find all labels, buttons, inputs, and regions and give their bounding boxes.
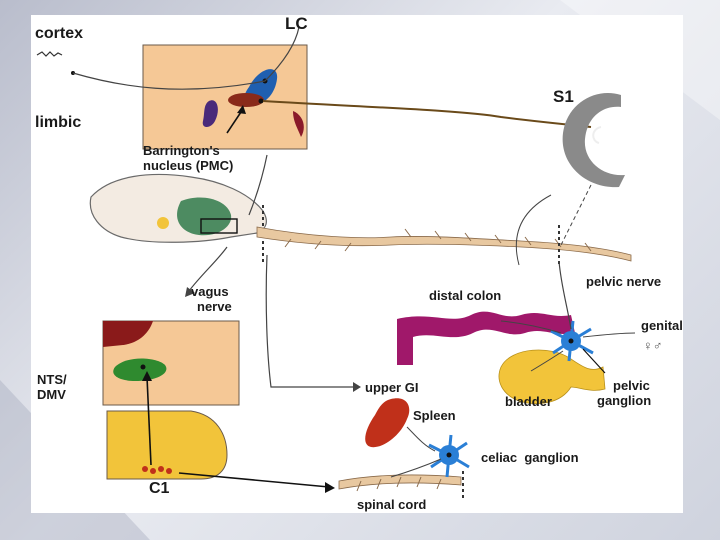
label-pelvic: pelvic	[613, 378, 650, 393]
label-cortex: cortex	[35, 25, 84, 42]
label-sex-symbols: ♀♂	[643, 338, 663, 353]
pmc-neuron-dot	[258, 98, 264, 104]
cerebellum-shape	[177, 197, 232, 236]
spinal-to-celiac-fiber	[390, 458, 442, 478]
spinal-cord-lower-roots	[356, 476, 442, 492]
label-barrington: Barrington's	[143, 143, 220, 158]
pelvic-to-genitalia-fiber	[582, 332, 636, 338]
spleen-organ	[365, 398, 410, 448]
brainstem-nucleus-yellow	[157, 217, 169, 229]
s1-grey-matter-hook	[592, 126, 602, 144]
label-vagus: vagus	[191, 284, 229, 299]
cortex-squiggle-icon	[36, 51, 63, 57]
nts-neuron-dot	[140, 364, 146, 370]
limbic-nucleus	[202, 100, 218, 127]
c1-to-spinal-arrow	[178, 472, 330, 488]
pelvic-ganglion-pointer	[582, 348, 606, 374]
c1-to-spinal-arrow-head	[325, 482, 335, 493]
s1-to-sacral-link	[560, 184, 592, 246]
spinal-cord-sagittal	[256, 226, 632, 262]
pelvic-to-colon-fiber	[500, 320, 562, 334]
c1-neuron-dot-1	[142, 466, 148, 472]
celiac-ganglion-neuron	[428, 434, 470, 478]
diagram-canvas: cortex limbic LC S1 Barrington's nucleus…	[31, 15, 683, 513]
lc-to-s1-projection	[262, 100, 592, 128]
c1-to-nts-arrow-head	[142, 371, 152, 381]
pelvic-ganglion-neuron	[550, 320, 594, 362]
nts-dmv-nucleus	[113, 358, 167, 381]
c1-neuron-dot-4	[166, 468, 172, 474]
label-c1: C1	[149, 480, 170, 497]
pelvic-to-bladder-fiber	[530, 350, 564, 372]
label-dmv: DMV	[37, 387, 66, 402]
upper-gi-arrow-head	[353, 382, 361, 392]
label-spinal-cord: spinal cord	[357, 497, 427, 512]
label-pmc: nucleus (PMC)	[143, 158, 234, 173]
label-lc: LC	[285, 15, 308, 33]
label-upper-gi: upper GI	[365, 380, 419, 395]
label-spleen: Spleen	[413, 408, 456, 423]
label-nts: NTS/	[37, 372, 67, 387]
label-celiac-ganglion: celiac ganglion	[481, 450, 579, 465]
label-limbic: limbic	[35, 114, 82, 131]
nts-top-region	[103, 321, 153, 347]
label-pelvic-nerve: pelvic nerve	[586, 274, 662, 289]
c1-inset-panel	[106, 410, 228, 480]
barrington-arrow-head	[237, 105, 246, 114]
pmc-nucleus	[228, 93, 264, 107]
label-ganglion: ganglion	[597, 393, 652, 408]
c1-neuron-dot-2	[150, 468, 156, 474]
vagus-arrow-head	[185, 287, 195, 297]
pelvic-nerve-fiber	[558, 260, 572, 330]
diagram-graphics	[36, 26, 636, 499]
label-nerve: nerve	[197, 299, 232, 314]
label-s1: S1	[553, 87, 574, 106]
label-distal-colon: distal colon	[429, 288, 502, 303]
s1-spinal-section	[562, 92, 625, 188]
label-bladder: bladder	[505, 394, 552, 409]
c1-neuron-dot-3	[158, 466, 164, 472]
brainstem-inset-panel	[142, 44, 308, 150]
c1-to-nts-arrow	[146, 376, 152, 466]
cortex-to-lc-projection	[72, 26, 300, 90]
brain-zoom-box	[200, 218, 238, 234]
spinal-cord-lower	[338, 474, 462, 490]
celiac-to-spleen-fiber	[406, 426, 436, 452]
vagus-descending-line	[188, 246, 228, 292]
sacral-to-s1-ascending	[515, 194, 552, 266]
label-genitalia: genitalia	[641, 318, 683, 333]
brain-to-inset-arrow	[248, 154, 268, 216]
vagus-to-upper-gi-line	[265, 254, 355, 388]
fourth-ventricle-shape	[293, 111, 304, 137]
